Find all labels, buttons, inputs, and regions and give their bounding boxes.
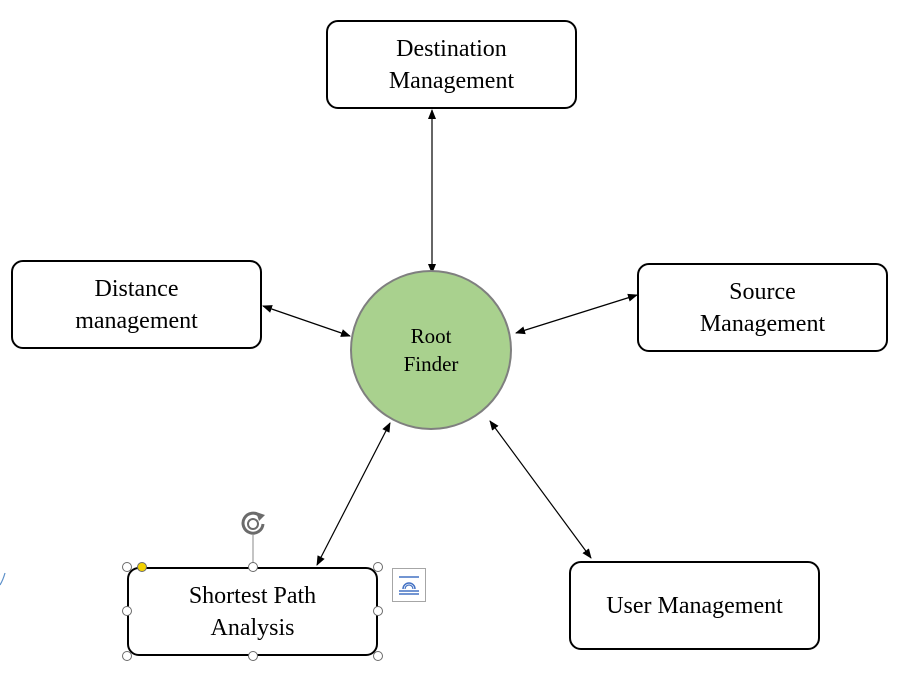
resize-handle-top-middle[interactable] <box>248 562 258 572</box>
resize-handle-middle-right[interactable] <box>373 606 383 616</box>
resize-handle-middle-left[interactable] <box>122 606 132 616</box>
connector-user-center[interactable] <box>489 420 592 559</box>
center-label: Root Finder <box>403 324 459 376</box>
resize-handle-bottom-right[interactable] <box>373 651 383 661</box>
edge-fragment <box>0 572 6 586</box>
node-label: User Management <box>606 592 783 619</box>
layout-options-icon <box>399 576 419 595</box>
layout-options-button[interactable] <box>392 568 426 602</box>
node-label: Destination Management <box>388 35 515 94</box>
node-source-management[interactable]: Source Management <box>637 263 888 352</box>
connector-shortest-path-center[interactable] <box>316 422 391 566</box>
node-user-management[interactable]: User Management <box>569 561 820 650</box>
adjust-handle[interactable] <box>137 562 147 572</box>
node-destination-management[interactable]: Destination Management <box>326 20 577 109</box>
resize-handle-bottom-left[interactable] <box>122 651 132 661</box>
node-label: Source Management <box>699 278 826 337</box>
resize-handle-top-left[interactable] <box>122 562 132 572</box>
node-label: Shortest Path Analysis <box>188 582 317 641</box>
resize-handle-bottom-middle[interactable] <box>248 651 258 661</box>
node-label: Distance management <box>75 275 198 334</box>
connector-distance-center[interactable] <box>262 305 351 337</box>
node-shortest-path-analysis[interactable]: Shortest Path Analysis <box>127 567 378 656</box>
resize-handle-top-right[interactable] <box>373 562 383 572</box>
connector-source-center[interactable] <box>515 293 638 335</box>
rotate-handle-icon[interactable] <box>238 509 270 539</box>
node-distance-management[interactable]: Distance management <box>11 260 262 349</box>
node-root-finder[interactable]: Root Finder <box>350 270 512 430</box>
